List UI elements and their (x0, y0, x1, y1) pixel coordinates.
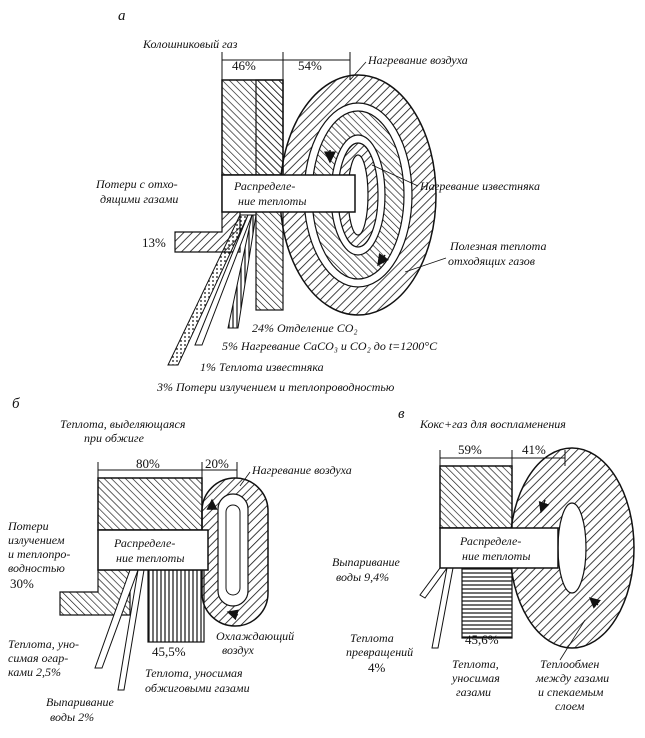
panel-a-top-label: Колошниковый газ (142, 37, 238, 51)
panel-c-exchange-line3: и спекаемым (538, 685, 604, 699)
panel-c: в Кокс+газ для воспламенения 59% 41% Рас… (332, 406, 635, 713)
panel-b-exhaust-pct: 45,5% (152, 644, 186, 659)
panel-c-pct-right: 41% (522, 442, 546, 457)
panel-b-distribution-line1: Распределе- (113, 536, 175, 550)
panel-c-exchange-line1: Теплообмен (540, 657, 599, 671)
panel-b-cinder-line2: симая огар- (8, 651, 68, 665)
panel-b-core (225, 504, 241, 596)
panel-c-gas-line2: уносимая (451, 671, 500, 685)
panel-c-distribution-box (439, 527, 559, 569)
panel-a-limestone-leader (371, 164, 419, 187)
panel-a-radiation-stream (167, 214, 249, 366)
panel-a-letter: a (118, 8, 126, 24)
panel-c-gas-stream (461, 567, 513, 639)
panel-a-distribution-box (221, 174, 356, 213)
panel-a-loss-pct: 13% (142, 235, 166, 250)
panel-b-cinder-line3: ками 2,5% (8, 665, 61, 679)
panel-a-loss-line2: дящими газами (100, 192, 178, 206)
panel-a-caco3-heating: 5% Нагревание CaCO₃ и CO₂ до t=1200°C (222, 339, 438, 353)
panel-a-loss-line1: Потери с отхо- (95, 177, 178, 191)
panel-a-pct-right: 54% (298, 58, 322, 73)
panel-a-useful-line1: Полезная теплота (449, 239, 546, 253)
panel-b-air-leader (239, 471, 251, 487)
panel-b-exhaust-stream (147, 569, 205, 643)
panel-a-distribution-line1: Распределе- (233, 179, 295, 193)
panel-a-co2-release: 24% Отделение CO₂ (252, 321, 358, 335)
panel-b-distribution-line2: ние теплоты (116, 551, 184, 565)
panel-b-distribution-box (97, 529, 209, 571)
panel-b-air-heating: Нагревание воздуха (251, 463, 352, 477)
panel-b-pct-left: 80% (136, 456, 160, 471)
panel-c-arrow-1 (538, 499, 550, 514)
panel-a-useful-line2: отходящих газов (448, 254, 535, 268)
panel-a-limestone-heating: Нагревание известняка (419, 179, 540, 193)
panel-b-top-line2: при обжиге (84, 431, 145, 445)
panel-b-cooling-line2: воздух (222, 643, 254, 657)
panel-c-distribution-line2: ние теплоты (462, 549, 530, 563)
panel-a-air-leader (349, 61, 367, 81)
panel-c-top-label: Кокс+газ для воспламенения (419, 417, 566, 431)
panel-a-arrow-2 (377, 252, 389, 267)
panel-b-cooling-line1: Охлаждающий (216, 629, 294, 643)
panel-b-arrow-2 (226, 609, 239, 621)
panel-b-loss-line4: водностью (8, 561, 65, 575)
panel-b: б Теплота, выделяющаяся при обжиге 80% 2… (7, 396, 352, 724)
panel-a-air-heating: Нагревание воздуха (367, 53, 468, 67)
panel-c-transform-line2: превращений (346, 645, 413, 659)
panel-c-input-stream (439, 465, 513, 529)
panel-c-water-line2: воды 9,4% (336, 570, 389, 584)
panel-b-loss-line1: Потери (7, 519, 49, 533)
panel-b-water-line2: воды 2% (50, 710, 94, 724)
panel-a-radiation-loss: 3% Потери излучением и теплопроводностью (156, 380, 395, 394)
panel-c-gas-line1: Теплота, (452, 657, 499, 671)
panel-c-exchange-leader (559, 619, 586, 661)
panel-a-limestone-heat-stream (194, 214, 253, 346)
panel-c-transform-line1: Теплота (350, 631, 394, 645)
panel-b-loss-line2: излучением (8, 533, 65, 547)
panel-c-transform-line3: 4% (368, 660, 386, 675)
panel-b-cinder-line1: Теплота, уно- (8, 637, 79, 651)
panel-a-caco3-stream (227, 214, 257, 329)
panel-b-exhaust-line1: Теплота, уносимая (145, 666, 243, 680)
panel-c-exchange-line2: между газами (535, 671, 609, 685)
panel-b-input-stream (97, 477, 203, 531)
panel-c-letter: в (398, 406, 405, 422)
panel-c-pct-left: 59% (458, 442, 482, 457)
panel-a-limestone-heat: 1% Теплота известняка (200, 360, 324, 374)
panel-b-pct-right: 20% (205, 456, 229, 471)
panel-c-gas-line3: газами (456, 685, 491, 699)
panel-c-arrow-2 (588, 597, 602, 609)
panel-c-water-line1: Выпаривание (332, 555, 401, 569)
panel-a-pct-left: 46% (232, 58, 256, 73)
panel-a: a Колошниковый газ 46% 54% Распределе- н… (95, 8, 546, 394)
panel-c-core (557, 502, 587, 594)
panel-c-exchange-line4: слоем (555, 699, 585, 713)
panel-a-distribution-line2: ние теплоты (238, 194, 306, 208)
panel-b-letter: б (12, 396, 20, 412)
panel-b-loss-line3: и теплопро- (8, 547, 70, 561)
panel-b-loss-pct: 30% (10, 576, 34, 591)
panel-c-distribution-line1: Распределе- (459, 534, 521, 548)
panel-c-gas-pct: 45,6% (465, 632, 499, 647)
panel-b-water-line1: Выпаривание (46, 695, 115, 709)
panel-a-useful-leader (404, 257, 447, 273)
panel-b-top-line1: Теплота, выделяющаяся (60, 417, 186, 431)
panel-b-exhaust-line2: обжиговыми газами (145, 681, 250, 695)
